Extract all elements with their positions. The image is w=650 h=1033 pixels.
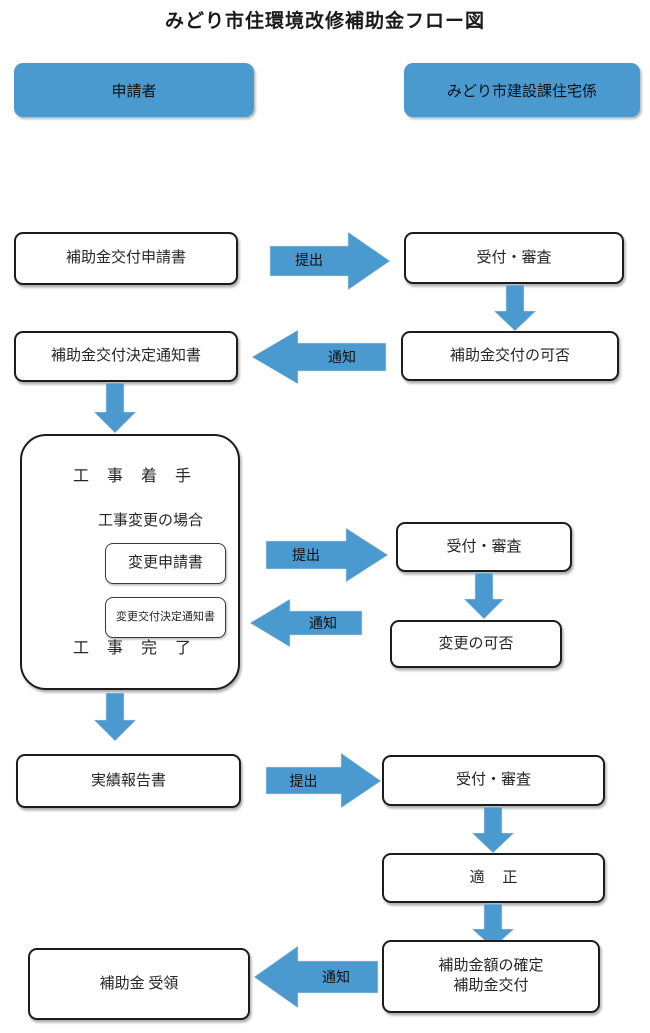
lane-header-applicant: 申請者 xyxy=(14,63,254,117)
node-performance-report: 実績報告書 xyxy=(16,754,241,808)
arrow-submit-3 xyxy=(265,752,382,809)
node-receipt-review-1-label: 受付・審査 xyxy=(476,249,552,266)
node-change-application-label: 変更申請書 xyxy=(127,555,203,572)
arrow-down-1 xyxy=(493,284,537,332)
node-grant-decision-notice-label: 補助金交付決定通知書 xyxy=(50,348,201,365)
arrow-down-2 xyxy=(93,382,137,434)
arrow-down-5 xyxy=(471,806,515,854)
node-grant-decision-notice: 補助金交付決定通知書 xyxy=(14,331,238,382)
node-change-decision-notice-label: 変更交付決定通知書 xyxy=(116,611,215,624)
node-change-decision: 変更の可否 xyxy=(390,620,562,668)
node-proper-label: 適 正 xyxy=(469,869,525,886)
node-proper: 適 正 xyxy=(382,853,605,903)
arrow-notify-2 xyxy=(249,598,363,648)
node-grant-received: 補助金 受領 xyxy=(28,948,250,1020)
lane-header-city-office-label: みどり市建設課住宅係 xyxy=(446,83,597,100)
node-receipt-review-2-label: 受付・審査 xyxy=(446,538,522,555)
arrow-down-6 xyxy=(471,903,515,949)
node-grant-application-label: 補助金交付申請書 xyxy=(65,250,186,267)
node-construction-complete-label: 工 事 完 了 xyxy=(73,640,199,657)
node-receipt-review-2: 受付・審査 xyxy=(396,522,572,572)
node-amount-confirm-line1: 補助金額の確定 xyxy=(438,958,544,974)
node-grant-received-label: 補助金 受領 xyxy=(99,975,179,992)
node-grant-decision: 補助金交付の可否 xyxy=(401,331,619,381)
arrow-down-4 xyxy=(93,692,137,742)
node-change-application: 変更申請書 xyxy=(105,543,226,584)
page-title: みどり市住環境改修補助金フロー図 xyxy=(164,10,485,32)
arrow-down-3 xyxy=(463,572,505,620)
arrow-submit-2 xyxy=(265,527,389,583)
node-amount-confirm: 補助金額の確定 補助金交付 xyxy=(382,940,600,1013)
arrow-notify-1 xyxy=(251,329,387,385)
node-change-decision-notice: 変更交付決定通知書 xyxy=(105,597,226,638)
node-performance-report-label: 実績報告書 xyxy=(90,772,166,789)
lane-header-applicant-label: 申請者 xyxy=(111,83,157,100)
node-change-case-label: 工事変更の場合 xyxy=(98,513,204,529)
node-receipt-review-3-label: 受付・審査 xyxy=(455,772,531,789)
node-grant-application: 補助金交付申請書 xyxy=(14,232,238,285)
node-change-decision-label: 変更の可否 xyxy=(438,635,514,652)
node-grant-decision-label: 補助金交付の可否 xyxy=(449,347,570,364)
arrow-notify-3 xyxy=(253,945,379,1009)
lane-header-city-office: みどり市建設課住宅係 xyxy=(404,63,640,117)
node-receipt-review-3: 受付・審査 xyxy=(382,755,605,806)
arrow-submit-1 xyxy=(269,231,391,291)
node-amount-confirm-line2: 補助金交付 xyxy=(453,978,529,995)
node-receipt-review-1: 受付・審査 xyxy=(404,232,624,284)
node-construction-start-label: 工 事 着 手 xyxy=(73,468,199,485)
